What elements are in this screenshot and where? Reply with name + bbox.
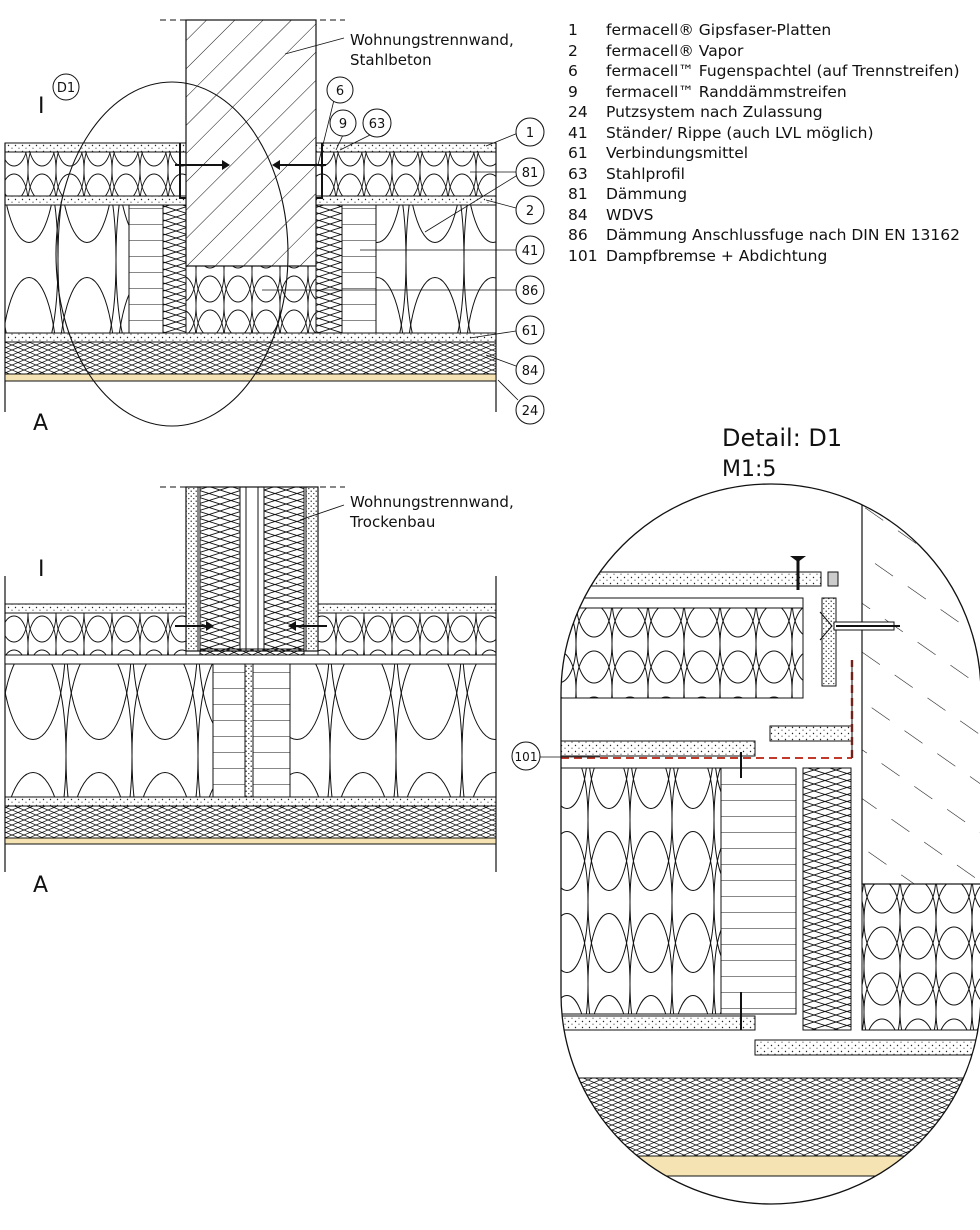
legend-item: 41 Ständer/ Rippe (auch LVL möglich)	[568, 123, 960, 144]
detail-cavity-insulation	[561, 767, 722, 1015]
side-label-outer-bottom: A	[33, 873, 48, 898]
detail-ref-d1: D1	[57, 81, 75, 96]
detail-scale: M1:5	[722, 457, 776, 482]
detail-title: Detail: D1	[722, 424, 842, 452]
legend-number: 9	[568, 82, 578, 101]
legend-number: 86	[568, 226, 588, 244]
vapor-board-right	[315, 195, 497, 206]
legend-number: 84	[568, 205, 588, 224]
legend-number: 61	[568, 144, 588, 162]
callout-81: 81	[522, 166, 539, 181]
edge-strip-right	[315, 204, 343, 334]
vapor-board-left	[4, 195, 187, 206]
detail-plaster	[561, 1155, 980, 1177]
insulation-81-left	[4, 151, 187, 197]
legend-item: 101 Dampfbremse + Abdichtung	[568, 246, 960, 267]
legend-text: Stahlprofil	[606, 164, 685, 183]
wdvs-bottom	[4, 805, 497, 839]
callout-61: 61	[522, 324, 539, 339]
legend-text: fermacell™ Randdämmstreifen	[606, 82, 847, 101]
stud-41-right	[341, 204, 377, 334]
insulation-81-bottom-right	[317, 612, 497, 656]
legend-number: 101	[568, 246, 598, 265]
stud-41-left	[128, 204, 164, 334]
legend-item: 86 Dämmung Anschlussfuge nach DIN EN 1316…	[568, 225, 960, 246]
legend-number: 2	[568, 41, 578, 60]
legend-number: 6	[568, 62, 578, 80]
callouts-top: 6 9 63 1 81 2 41 86 61 84 24	[262, 76, 545, 425]
side-label-outer-top: A	[33, 411, 48, 436]
cavity-insulation-bottom-left	[4, 663, 214, 798]
callout-41: 41	[522, 244, 539, 259]
legend-number: 63	[568, 164, 588, 183]
legend-item: 84 WDVS	[568, 205, 960, 226]
cavity-insulation-right	[375, 204, 497, 334]
legend-text: Ständer/ Rippe (auch LVL möglich)	[606, 123, 874, 142]
legend-item: 81 Dämmung	[568, 184, 960, 205]
wall-label-top-line1: Wohnungstrennwand,	[350, 31, 514, 49]
legend-item: 9 fermacell™ Randdämmstreifen	[568, 82, 960, 103]
insulation-81-bottom-left	[4, 612, 187, 656]
callout-1: 1	[526, 126, 534, 141]
concrete-wall	[185, 19, 317, 267]
detail-insulation-81	[561, 607, 804, 699]
detail-edge-strip	[802, 767, 852, 1031]
legend-item: 2 fermacell® Vapor	[568, 41, 960, 62]
legend-number: 81	[568, 185, 588, 203]
insulation-81-right	[315, 151, 497, 197]
detail-circle-d1	[55, 81, 289, 427]
detail-concrete	[861, 484, 980, 885]
legend-text: Putzsystem nach Zulassung	[606, 103, 823, 121]
legend-item: 24 Putzsystem nach Zulassung	[568, 102, 960, 123]
drywall-insulation-right	[263, 486, 305, 652]
wall-label-top-line2: Stahlbeton	[350, 51, 432, 69]
detail-joint-insulation	[861, 883, 980, 1031]
legend-item: 6 fermacell™ Fugenspachtel (auf Trennstre…	[568, 61, 960, 82]
legend-text: fermacell™ Fugenspachtel (auf Trennstrei…	[606, 62, 960, 80]
cavity-insulation-left	[4, 204, 130, 334]
legend-text: fermacell® Gipsfaser-Platten	[606, 21, 832, 39]
side-label-inner-top: I	[38, 94, 45, 119]
detail-wdvs	[561, 1077, 980, 1157]
legend-text: Dampfbremse + Abdichtung	[606, 246, 828, 265]
wdvs-84	[4, 341, 497, 375]
joint-insulation-86	[185, 265, 317, 334]
legend-text: Dämmung	[606, 185, 688, 203]
legend-number: 41	[568, 123, 588, 142]
legend-item: 61 Verbindungsmittel	[568, 143, 960, 164]
fermacell-board-right	[315, 142, 497, 153]
stud-bottom	[212, 663, 246, 798]
edge-strip-left	[162, 204, 187, 334]
wall-label-bottom-line1: Wohnungstrennwand,	[350, 493, 514, 511]
side-label-inner-bottom: I	[38, 557, 45, 582]
cavity-insulation-bottom-right	[289, 663, 497, 798]
plaster-bottom	[4, 837, 497, 845]
detail-stud	[720, 767, 797, 1015]
callout-84: 84	[522, 364, 539, 379]
legend-text: Dämmung Anschlussfuge nach DIN EN 13162	[606, 226, 961, 244]
callout-24: 24	[522, 404, 539, 419]
callout-9: 9	[339, 117, 347, 132]
callout-2: 2	[526, 204, 534, 219]
legend-number: 24	[568, 103, 588, 121]
legend-text: WDVS	[606, 205, 654, 224]
top-section: D1 I A Wohnungstrennwand, Stahlbeton	[4, 19, 514, 436]
legend-text: Verbindungsmittel	[606, 144, 749, 162]
detail-d1: 101	[511, 483, 980, 1205]
fermacell-board-left	[4, 142, 187, 153]
callout-63: 63	[369, 117, 386, 132]
wall-label-bottom-line2: Trockenbau	[349, 513, 435, 531]
outer-board	[4, 332, 497, 343]
callout-6: 6	[336, 84, 344, 99]
legend-item: 1 fermacell® Gipsfaser-Platten	[568, 20, 960, 41]
callout-101: 101	[515, 750, 538, 764]
legend: 1 fermacell® Gipsfaser-Platten 2 fermacell®…	[568, 20, 960, 266]
callout-86: 86	[522, 284, 539, 299]
legend-number: 1	[568, 21, 578, 39]
bottom-section: I A Wohnungstrennwand, Trockenbau	[4, 486, 514, 898]
legend-item: 63 Stahlprofil	[568, 164, 960, 185]
screw-left	[175, 160, 230, 170]
legend-text: fermacell® Vapor	[606, 41, 744, 60]
